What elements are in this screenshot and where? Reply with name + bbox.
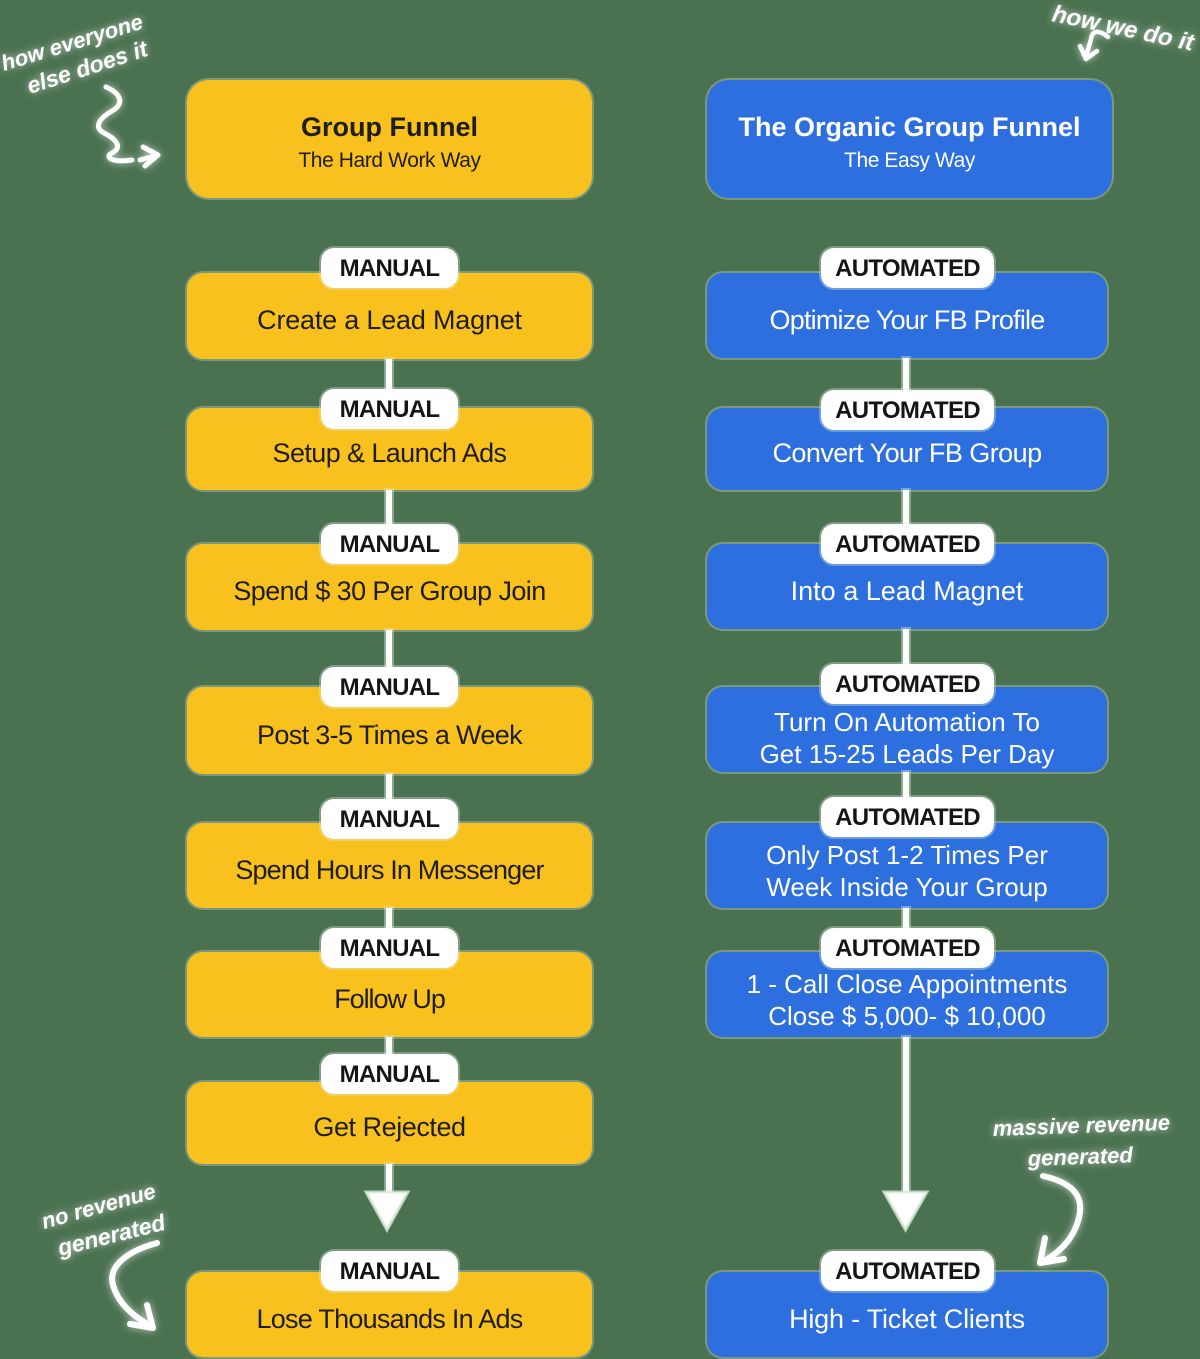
svg-text:generated: generated <box>1026 1142 1134 1171</box>
svg-text:how we do it: how we do it <box>1050 0 1197 57</box>
svg-text:massive revenue: massive revenue <box>992 1110 1170 1141</box>
